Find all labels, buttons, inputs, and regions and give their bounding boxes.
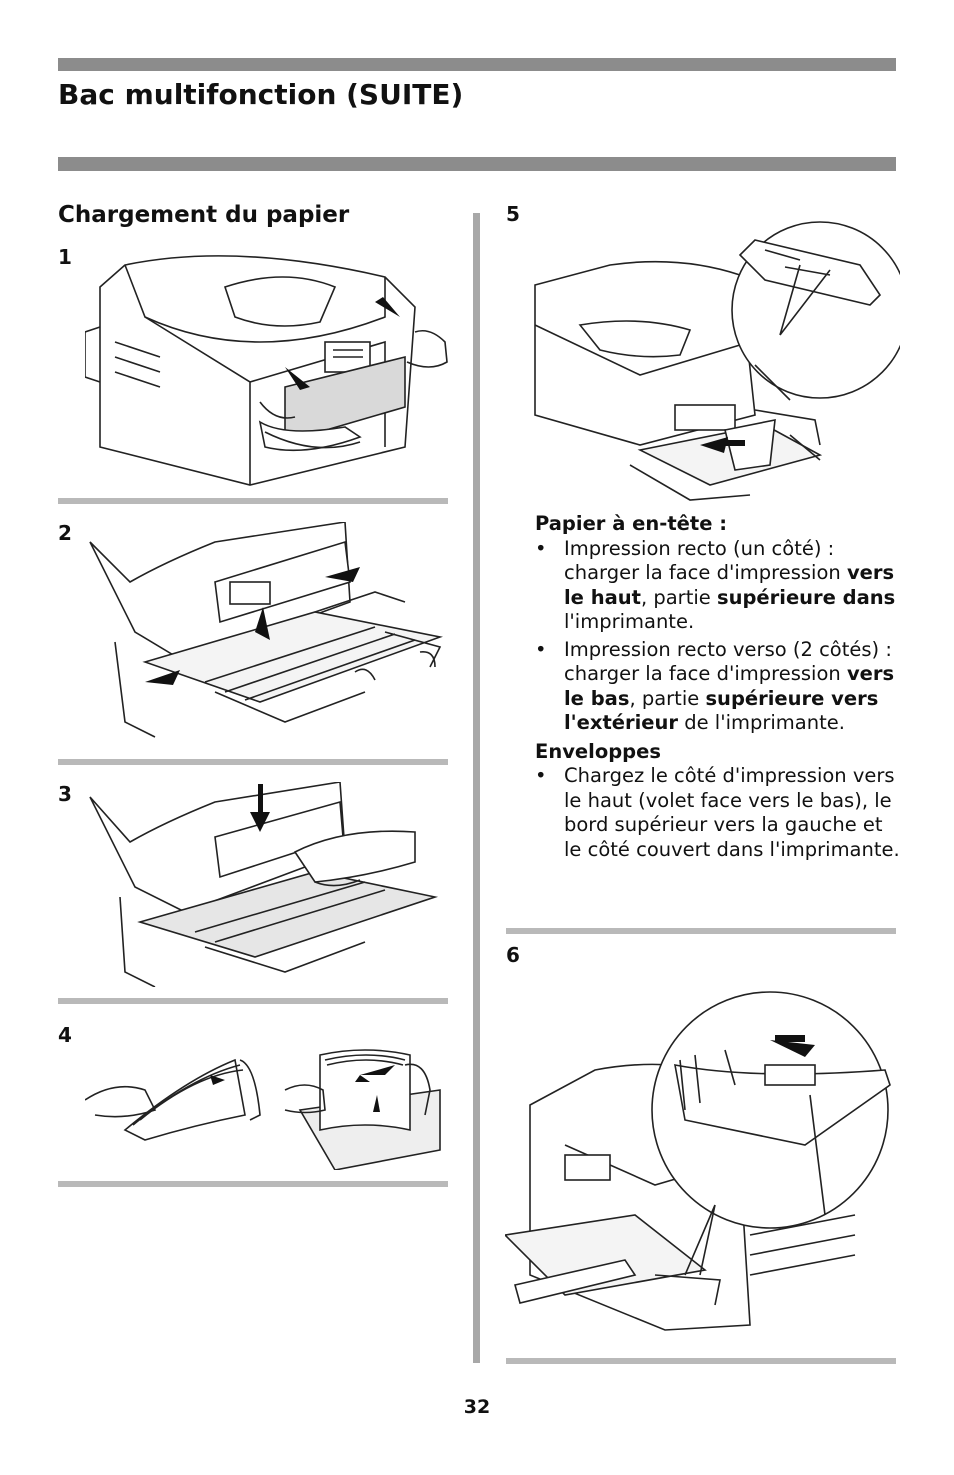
header-top-rule xyxy=(58,58,896,71)
step-number-1: 1 xyxy=(58,245,72,269)
step-number-4: 4 xyxy=(58,1023,72,1047)
illustration-step-1 xyxy=(85,247,450,487)
step-5-instructions: Papier à en-tête : Impression recto (un … xyxy=(535,512,905,866)
list-item: Chargez le côté d'impression vers le hau… xyxy=(535,764,905,862)
step-number-5: 5 xyxy=(506,202,520,226)
step-separator xyxy=(58,759,448,765)
step-number-2: 2 xyxy=(58,521,72,545)
list-item: Impression recto (un côté) : charger la … xyxy=(535,537,905,635)
letterhead-list: Impression recto (un côté) : charger la … xyxy=(535,537,905,736)
step-separator xyxy=(506,1358,896,1364)
header-bottom-rule xyxy=(58,157,896,171)
column-divider xyxy=(473,213,480,1363)
envelopes-list: Chargez le côté d'impression vers le hau… xyxy=(535,764,905,862)
illustration-step-4 xyxy=(85,1020,450,1170)
illustration-step-6 xyxy=(505,985,895,1340)
step-separator xyxy=(58,498,448,504)
step-separator xyxy=(58,1181,448,1187)
page-number: 32 xyxy=(463,1396,491,1418)
section-title: Chargement du papier xyxy=(58,202,350,228)
list-item: Impression recto verso (2 côtés) : charg… xyxy=(535,638,905,736)
step-separator xyxy=(506,928,896,934)
page-title: Bac multifonction (SUITE) xyxy=(58,78,464,111)
illustration-step-2 xyxy=(85,522,450,747)
letterhead-heading: Papier à en-tête : xyxy=(535,512,728,535)
step-number-3: 3 xyxy=(58,782,72,806)
envelopes-heading: Enveloppes xyxy=(535,739,661,763)
step-number-6: 6 xyxy=(506,943,520,967)
illustration-step-5 xyxy=(530,215,900,505)
step-separator xyxy=(58,998,448,1004)
illustration-step-3 xyxy=(85,782,450,987)
